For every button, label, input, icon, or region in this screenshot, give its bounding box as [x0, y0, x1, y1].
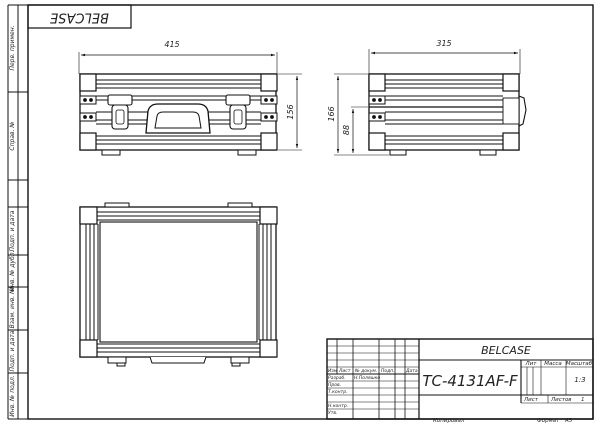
- latch-left: [107, 94, 133, 130]
- dim-side-total: 166: [327, 106, 336, 121]
- tb-header-sign: Подп.: [381, 368, 395, 374]
- stamp-box: BELCASE: [27, 4, 132, 29]
- tb-role-check: Пров.: [328, 382, 341, 388]
- side-label-3: Подп. и дата: [9, 210, 16, 251]
- tb-role-ncontr: Н.контр.: [328, 403, 348, 409]
- tb-header-izm: Изм: [328, 368, 338, 374]
- dim-side-width: 315: [436, 39, 451, 48]
- side-view: [334, 49, 527, 156]
- tb-header-date: Дата: [405, 368, 418, 374]
- tb-role-tcontr: Т.контр.: [328, 389, 348, 395]
- tb-format-value: A3: [564, 418, 573, 424]
- tb-sheets-label: Листов: [550, 397, 572, 403]
- tb-format-label: Формат: [537, 418, 560, 424]
- tb-company: BELCASE: [481, 344, 531, 357]
- side-label-2: Справ. №: [9, 121, 16, 150]
- latch-right: [225, 94, 251, 130]
- tb-col-mass: Масса: [544, 361, 562, 367]
- left-label-column: Перв. примен. Справ. № Подп. и дата Инв.…: [7, 4, 28, 420]
- tb-copied: Копировал: [433, 418, 465, 424]
- tb-col-scale: Масштаб: [566, 361, 593, 367]
- side-label-6: Подп. и дата: [9, 330, 16, 371]
- tb-developer: Н.Поляшко: [354, 375, 380, 381]
- top-view: [79, 202, 278, 367]
- dim-side-inner: 88: [342, 125, 351, 135]
- sheet-border: [27, 4, 594, 420]
- side-label-5: Взам. инв. №: [9, 288, 16, 329]
- handle: [145, 103, 211, 134]
- tb-scale-value: 1:3: [574, 376, 585, 384]
- tb-header-doc: № докум.: [354, 368, 377, 374]
- tb-role-dev: Разраб.: [328, 375, 346, 381]
- tb-col-lit: Лит: [525, 361, 538, 367]
- stamp-company: BELCASE: [49, 10, 109, 25]
- front-view: [78, 52, 302, 156]
- side-label-4: Инв. № дубл.: [9, 250, 16, 291]
- side-label-7: Инв. № подл.: [9, 375, 16, 416]
- side-label-1: Перв. примен.: [9, 25, 16, 70]
- dim-front-height: 156: [286, 104, 295, 119]
- dim-front-width: 415: [164, 40, 179, 49]
- tb-designation: TC-4131AF-F: [422, 372, 518, 390]
- tb-role-appr: Утв.: [328, 410, 337, 416]
- tb-sheets-value: 1: [581, 397, 585, 403]
- title-block: [326, 338, 594, 420]
- tb-header-list: Лист: [338, 368, 351, 374]
- tb-sheet-label: Лист: [523, 397, 539, 403]
